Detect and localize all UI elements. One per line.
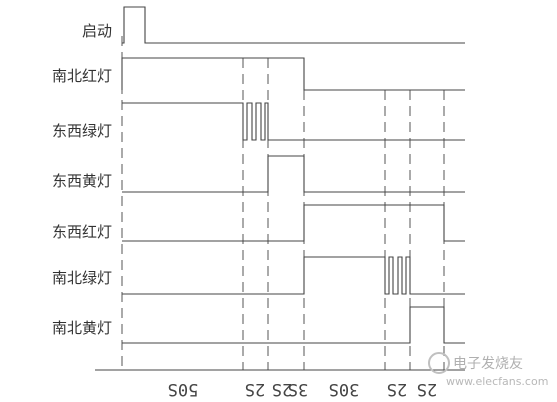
wave-ew-yellow — [122, 155, 465, 193]
wave-ew-red — [122, 204, 465, 242]
label-ns-red: 南北红灯 — [52, 67, 112, 85]
wave-start — [122, 6, 465, 44]
watermark-url: www.elecfans.com — [446, 375, 548, 388]
watermark: 电子发烧友 www.elecfans.com — [428, 352, 548, 388]
waveforms — [121, 6, 465, 344]
interval-label: 30S — [329, 379, 360, 399]
interval-label: 2S — [417, 379, 437, 399]
interval-label: 2S — [387, 379, 407, 399]
interval-label: 3S — [288, 379, 308, 399]
wave-ew-green — [122, 102, 465, 141]
interval-label: 2S — [272, 379, 292, 399]
label-ew-green: 东西绿灯 — [52, 122, 112, 140]
label-ns-green: 南北绿灯 — [52, 269, 112, 287]
label-ns-yellow: 南北黄灯 — [52, 319, 112, 337]
interval-labels: 50S 2S 2S 3S 30S 2S 2S — [168, 379, 438, 399]
signal-labels: 启动 南北红灯 东西绿灯 东西黄灯 东西红灯 南北绿灯 南北黄灯 — [52, 22, 112, 337]
label-start: 启动 — [82, 22, 112, 40]
wave-ns-red — [121, 57, 465, 91]
watermark-text: 电子发烧友 — [453, 356, 523, 372]
watermark-logo-icon — [428, 352, 450, 374]
label-ew-yellow: 东西黄灯 — [52, 172, 112, 190]
wave-ns-green — [122, 256, 465, 295]
interval-label: 2S — [245, 379, 265, 399]
time-markers — [121, 36, 445, 370]
interval-label: 50S — [168, 379, 199, 399]
wave-ns-yellow — [122, 306, 465, 344]
label-ew-red: 东西红灯 — [52, 223, 112, 241]
